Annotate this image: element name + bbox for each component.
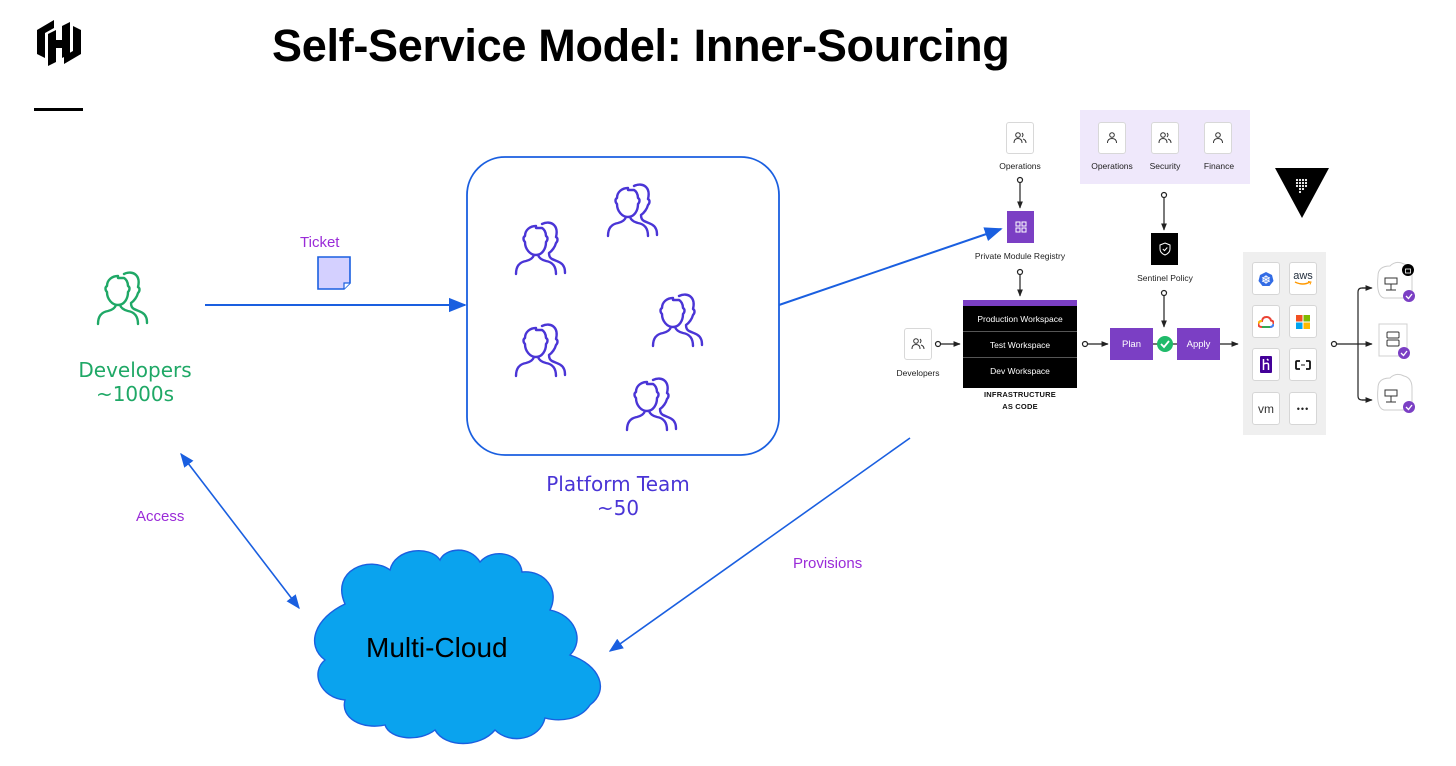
target-cloud-server-locked [1377,261,1415,302]
operations-policy-icon [1098,122,1126,154]
policy-operations-label: Operations [1091,161,1133,171]
ticket-label: Ticket [300,234,340,251]
provisions-arrow [608,437,911,652]
iac-label-line2: AS CODE [1002,402,1038,411]
developers-users-icon [96,271,149,326]
workspace-production: Production Workspace [963,306,1077,332]
developers-count: ~1000s [95,382,175,406]
policy-check-icon [1157,336,1173,352]
logo-divider [34,108,83,111]
vault-logo [1275,168,1329,218]
finance-team-icon [1204,122,1232,154]
slide-title: Self-Service Model: Inner-Sourcing [272,20,1010,71]
hashicorp-logo [34,18,84,68]
provisions-label: Provisions [793,555,863,572]
google-cloud-icon [1252,305,1280,338]
multi-cloud-label: Multi-Cloud [366,632,508,663]
policy-finance-label: Finance [1203,161,1235,171]
kubernetes-icon [1252,262,1280,295]
microsoft-azure-icon [1289,305,1317,338]
access-arrow [180,452,300,610]
access-label: Access [136,508,185,525]
platform-team-name: Platform Team [546,472,690,496]
platform-team-count: ~50 [596,496,640,520]
developers-label: Developers ~1000s [60,358,210,406]
platform-team-box [466,156,780,456]
workspace-dev: Dev Workspace [990,365,1050,376]
workflow-developers-icon [904,328,932,360]
security-team-icon [1151,122,1179,154]
heroku-icon [1252,348,1280,381]
alibaba-cloud-icon [1289,348,1317,381]
platform-team-label: Platform Team ~50 [518,472,718,520]
workflow-connectors [934,176,1373,403]
module-registry-label: Private Module Registry [974,251,1066,261]
apply-step: Apply [1177,328,1220,360]
vmware-icon: vm [1252,392,1280,425]
workspace-test: Test Workspace [963,332,1077,358]
ticket-note-icon [317,256,351,290]
module-registry-icon [1007,211,1034,243]
workspaces-block: Production Workspace Test Workspace Dev … [963,300,1077,388]
more-providers-icon: ••• [1289,392,1317,425]
policy-security-label: Security [1149,161,1181,171]
target-server-rack [1378,323,1410,359]
plan-step: Plan [1110,328,1153,360]
iac-label: INFRASTRUCTURE AS CODE [963,389,1077,413]
multi-cloud-shape [314,549,601,745]
target-cloud-server [1377,373,1415,413]
iac-label-line1: INFRASTRUCTURE [984,390,1056,399]
operations-top-label: Operations [999,161,1041,171]
workflow-developers-label: Developers [896,368,940,378]
operations-team-icon [1006,122,1034,154]
registry-arrow [778,227,1003,306]
sentinel-policy-label: Sentinel Policy [1137,273,1193,283]
sentinel-shield-icon [1151,233,1178,265]
aws-icon: aws [1289,262,1317,295]
developers-name: Developers [78,358,192,382]
